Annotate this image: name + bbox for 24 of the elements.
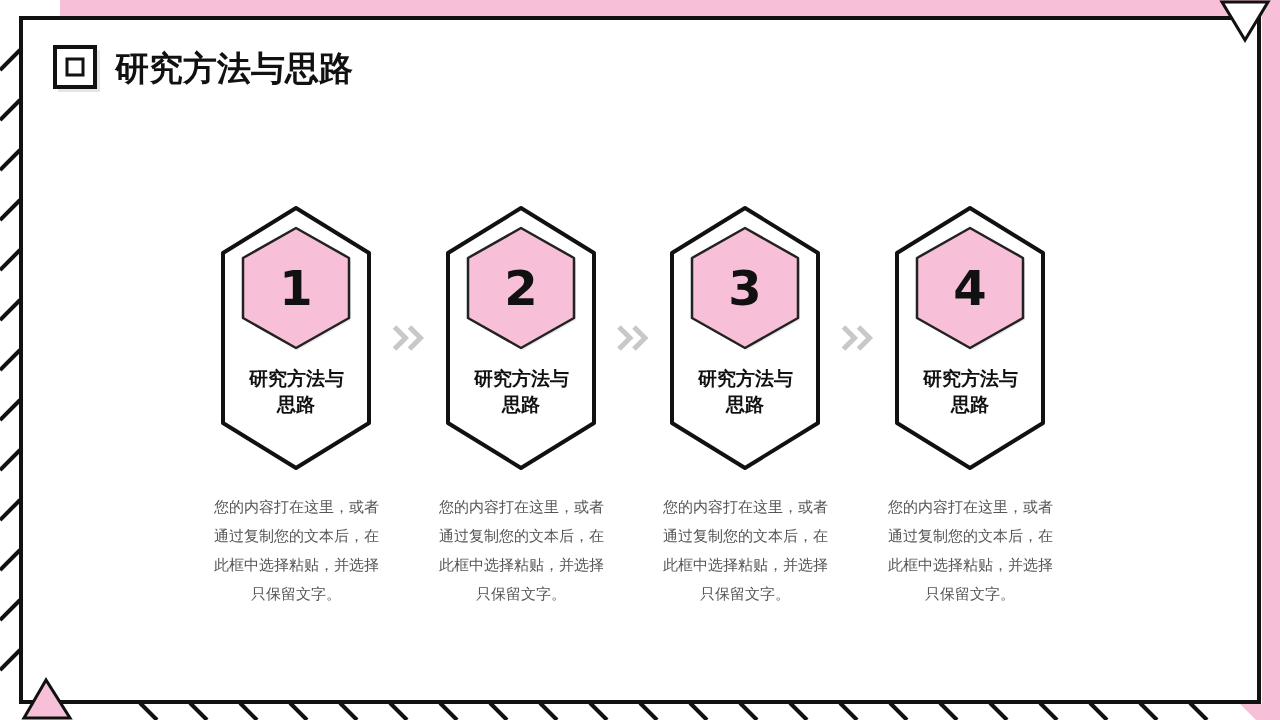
step-title: 研究方法与思路 — [247, 366, 345, 417]
description-text: 您的内容打在这里，或者通过复制您的文本后，在此框中选择粘贴，并选择只保留文字。 — [886, 498, 1054, 604]
step-number-hexagon — [240, 226, 352, 350]
description-text: 您的内容打在这里，或者通过复制您的文本后，在此框中选择粘贴，并选择只保留文字。 — [661, 498, 829, 604]
step-title: 研究方法与思路 — [696, 366, 794, 417]
step-number: 3 — [727, 259, 763, 318]
description-text: 您的内容打在这里，或者通过复制您的文本后，在此框中选择粘贴，并选择只保留文字。 — [437, 498, 605, 604]
step-number: 4 — [952, 259, 988, 318]
step-number-hexagon — [914, 226, 1026, 350]
step-number: 2 — [503, 259, 539, 318]
step-number: 1 — [278, 259, 314, 318]
step-number-hexagon — [689, 226, 801, 350]
step-title: 研究方法与思路 — [921, 366, 1019, 417]
chevron-arrow — [841, 324, 874, 352]
hexagon-card — [220, 205, 372, 471]
hexagon-card — [445, 205, 597, 471]
chevron-arrow — [392, 324, 425, 352]
step-number-hexagon — [465, 226, 577, 350]
slide-title: 研究方法与思路 — [115, 47, 353, 90]
chevron-arrow — [616, 324, 649, 352]
hexagon-card — [894, 205, 1046, 471]
step-title: 研究方法与思路 — [472, 366, 570, 417]
description-text: 您的内容打在这里，或者通过复制您的文本后，在此框中选择粘贴，并选择只保留文字。 — [212, 498, 380, 604]
hexagon-card — [669, 205, 821, 471]
